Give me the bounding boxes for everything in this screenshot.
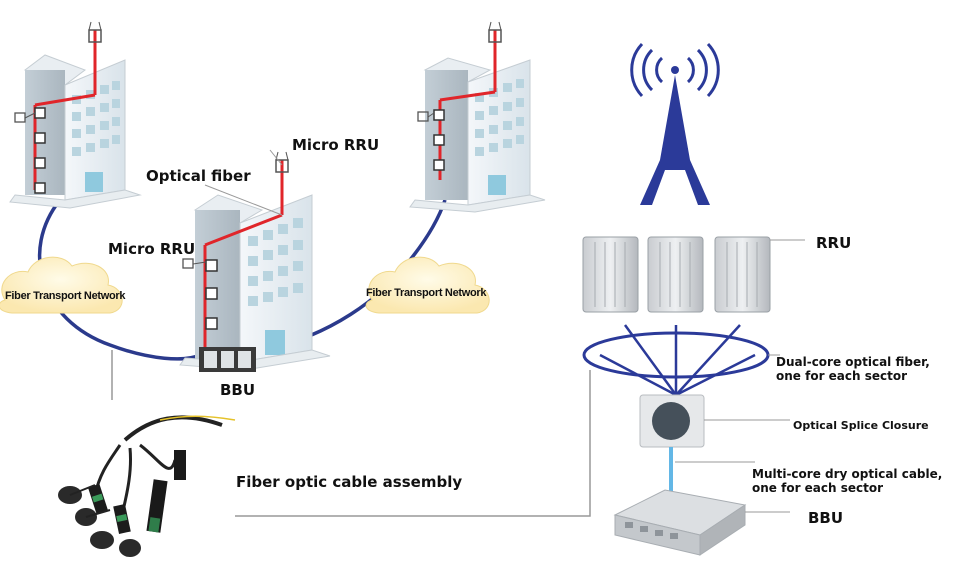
bbu-device bbox=[613, 489, 790, 556]
dual-core-line2: one for each sector bbox=[776, 369, 908, 383]
multi-core-line2: one for each sector bbox=[752, 481, 884, 495]
fiber-transport-left-label: Fiber Transport Network bbox=[5, 290, 126, 302]
optical-fiber-leader bbox=[204, 184, 283, 216]
bbu-left-label: BBU bbox=[220, 381, 256, 399]
cable-assembly-label: Fiber optic cable assembly bbox=[236, 473, 463, 491]
rru-label: RRU bbox=[816, 234, 852, 252]
center-building bbox=[179, 151, 331, 372]
bbu-right-label: BBU bbox=[808, 509, 844, 527]
dual-core-line1: Dual-core optical fiber, bbox=[776, 355, 930, 369]
micro-rru-left-label: Micro RRU bbox=[108, 240, 196, 258]
micro-rru-top-label: Micro RRU bbox=[292, 136, 380, 154]
splice-closure-label: Optical Splice Closure bbox=[793, 419, 929, 432]
cloud-right bbox=[365, 256, 490, 314]
optical-fiber-label: Optical fiber bbox=[146, 167, 251, 185]
micro-rru-leader bbox=[269, 149, 283, 166]
dual-core-fibers bbox=[582, 324, 780, 397]
cable-route-line bbox=[235, 370, 591, 517]
fiber-optic-cable-assembly bbox=[58, 415, 236, 557]
rru-units bbox=[582, 236, 805, 313]
cloud-left bbox=[0, 256, 123, 314]
multi-core-line1: Multi-core dry optical cable, bbox=[752, 467, 943, 481]
left-building bbox=[9, 21, 142, 209]
fiber-transport-right-label: Fiber Transport Network bbox=[366, 287, 487, 299]
cell-tower bbox=[630, 42, 720, 205]
right-building bbox=[409, 21, 546, 213]
optical-splice-closure bbox=[639, 394, 790, 448]
